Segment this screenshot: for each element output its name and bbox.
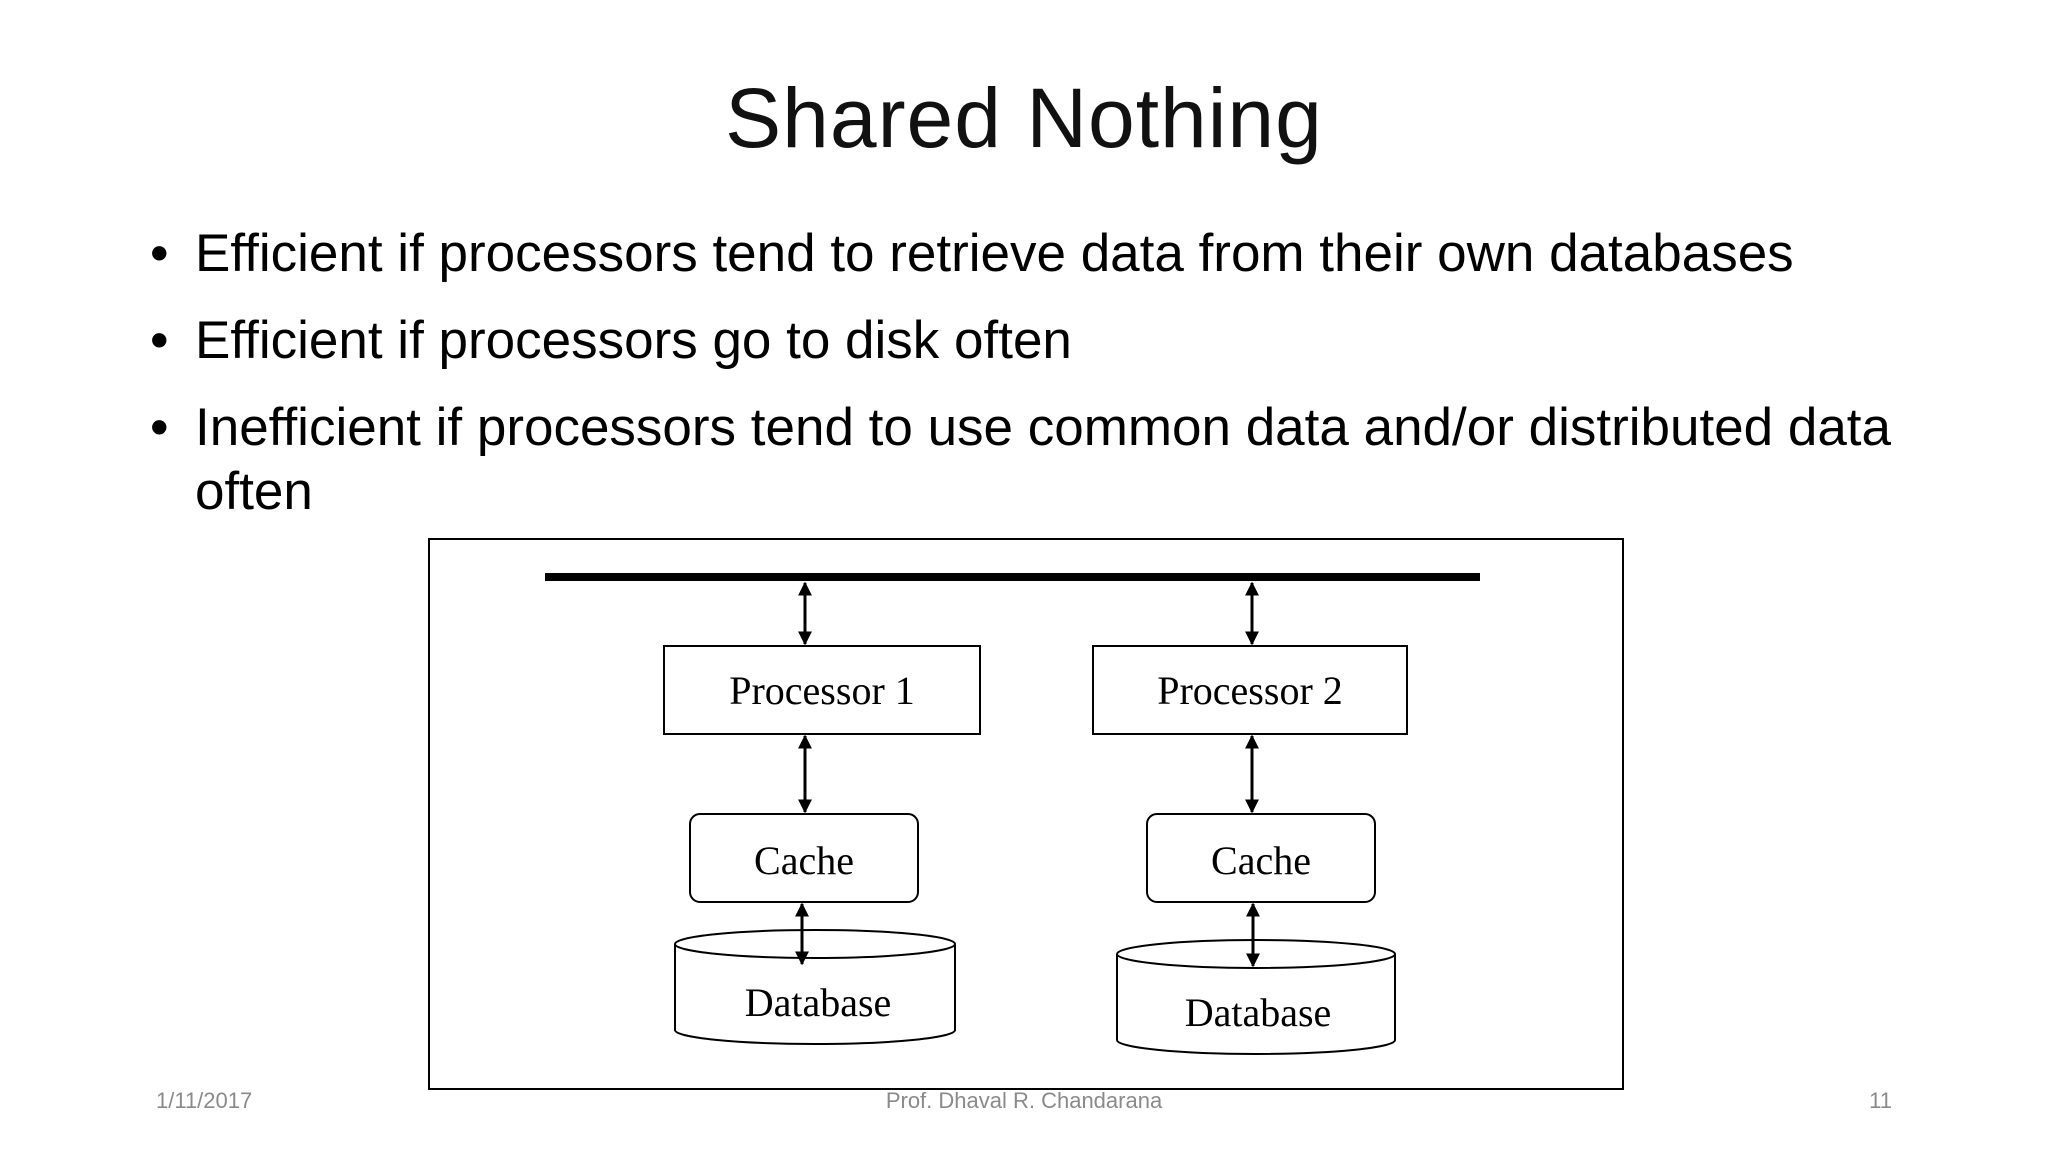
bullet-text: Efficient if processors tend to retrieve… xyxy=(195,224,1794,283)
cache-2-box xyxy=(1146,813,1376,903)
footer-author: Prof. Dhaval R. Chandarana xyxy=(885,1088,1163,1113)
page-title: Shared Nothing xyxy=(725,71,1323,165)
footer-page-number: 11 xyxy=(1869,1088,1892,1113)
bullet-text: Efficient if processors go to disk often xyxy=(195,311,1072,370)
shared-nothing-diagram: Processor 1 Processor 2 Cache Cache Data… xyxy=(545,573,1480,1055)
bullet-item: • Inefficient if processors tend to use … xyxy=(150,396,1910,524)
bullet-item: • Efficient if processors tend to retrie… xyxy=(150,222,1910,286)
bullet-dot: • xyxy=(150,311,169,370)
cache-1-label: Cache xyxy=(754,838,854,883)
footer-date: 1/11/2017 xyxy=(156,1088,253,1113)
processor-1-label: Processor 1 xyxy=(729,668,915,713)
bullet-item: • Efficient if processors go to disk oft… xyxy=(150,309,1910,373)
processor-2-box xyxy=(1092,645,1408,735)
processor-2-label: Processor 2 xyxy=(1157,668,1343,713)
cache-2-label: Cache xyxy=(1211,838,1311,883)
database-1-label: Database xyxy=(745,980,892,1025)
bullet-dot: • xyxy=(150,224,169,283)
bullet-dot: • xyxy=(150,398,169,457)
diagram-frame: Processor 1 Processor 2 Cache Cache Data… xyxy=(428,538,1624,1090)
processor-1-box xyxy=(663,645,981,735)
bullet-text: Inefficient if processors tend to use co… xyxy=(195,398,1891,521)
database-2-label: Database xyxy=(1185,990,1332,1035)
database-1-cylinder xyxy=(674,929,956,1045)
bullet-list: • Efficient if processors tend to retrie… xyxy=(150,222,1910,547)
cache-1-box xyxy=(689,813,919,903)
